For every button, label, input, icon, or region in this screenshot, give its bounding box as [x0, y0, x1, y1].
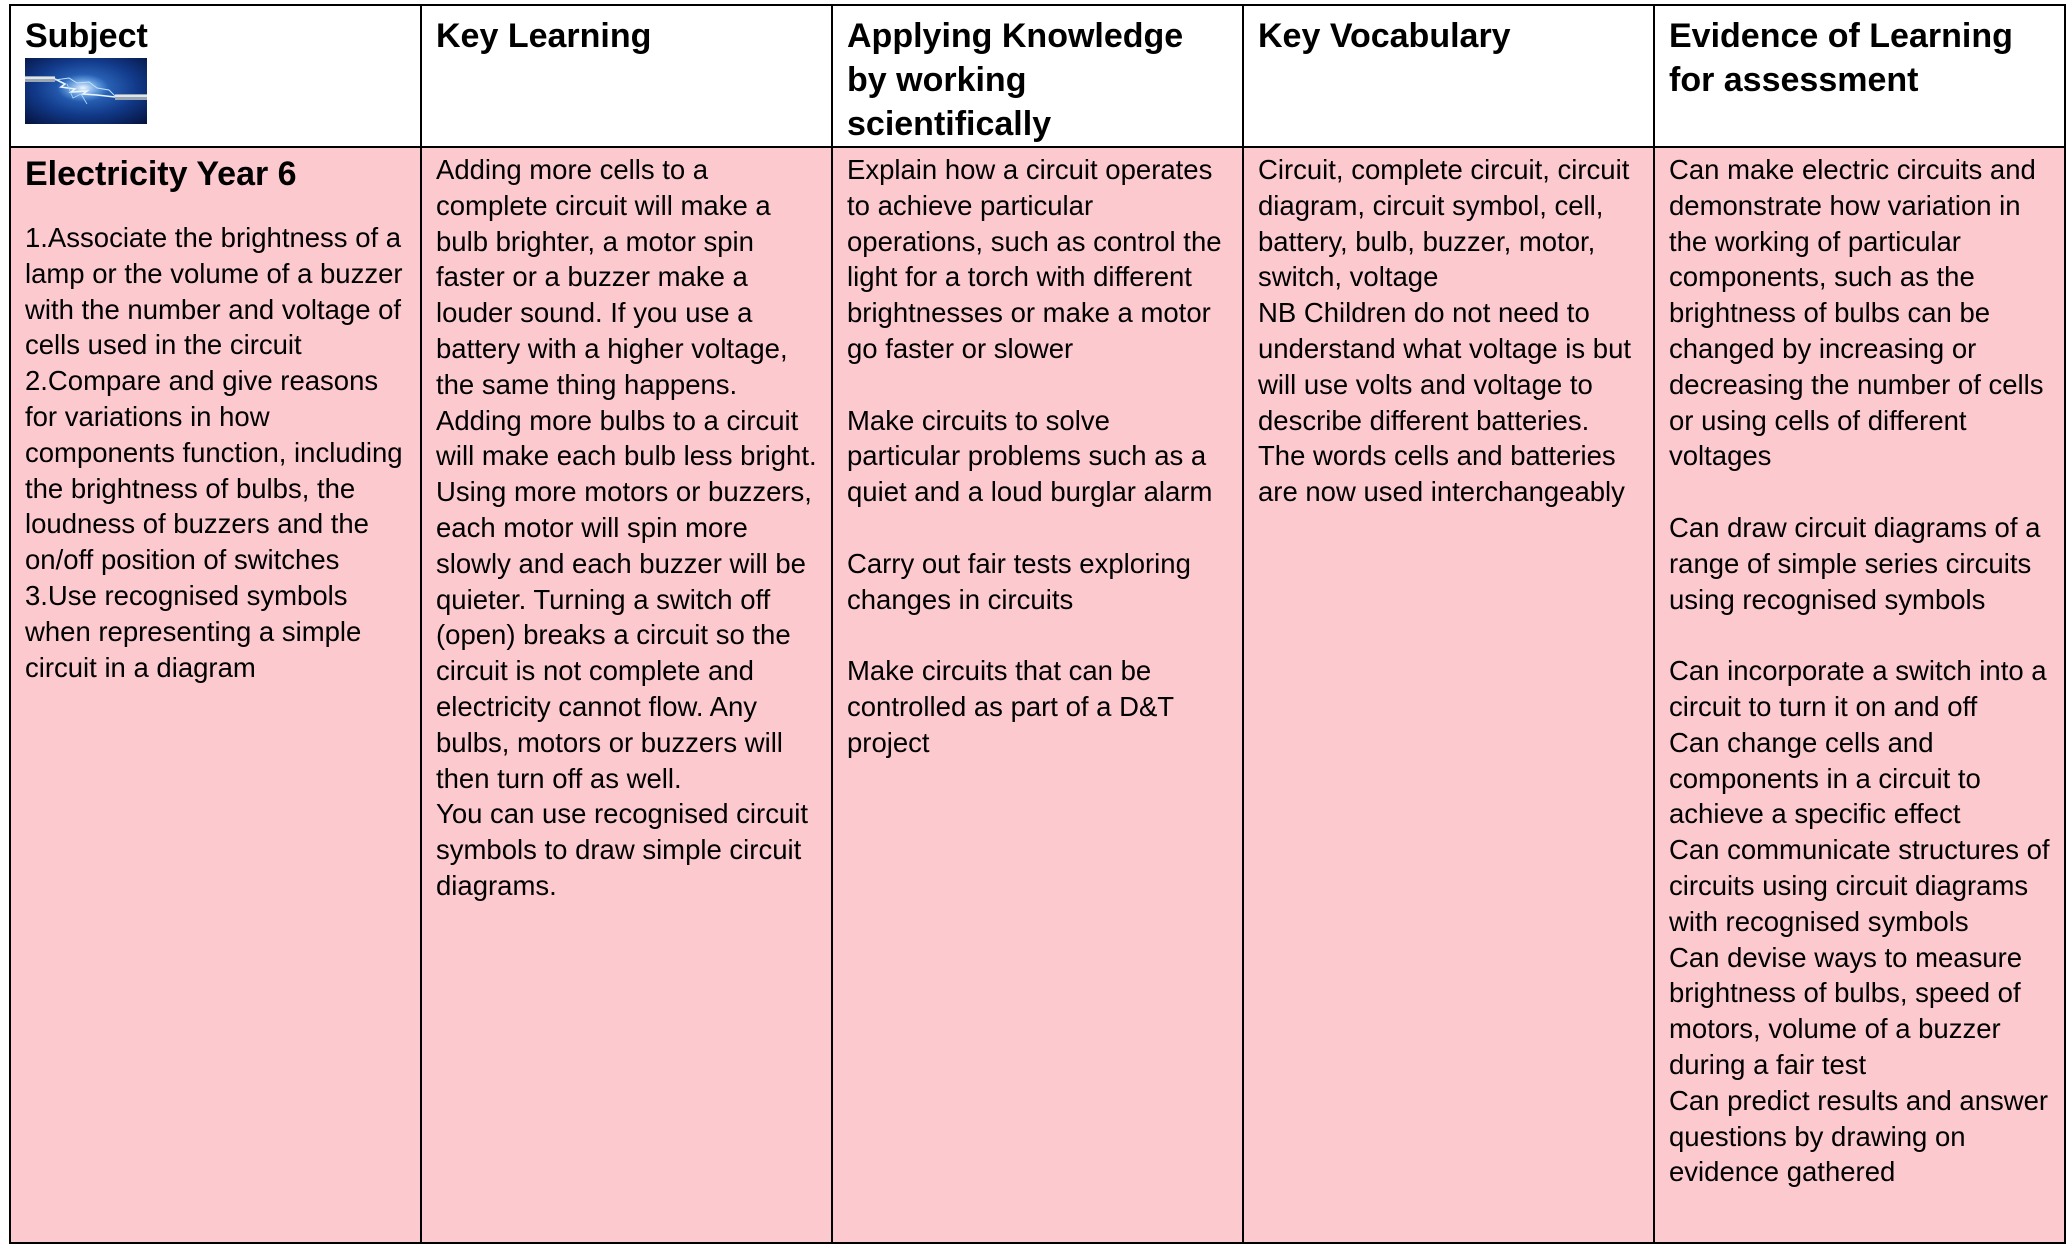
- evidence-item-2: Can draw circuit diagrams of a range of …: [1669, 511, 2041, 615]
- vocabulary-note-2: The words cells and batteries are now us…: [1258, 440, 1625, 508]
- subject-title: Electricity Year 6: [25, 155, 297, 193]
- key-learning-paragraph-1: Adding more cells to a complete circuit …: [436, 154, 788, 400]
- header-evidence-of-learning: Evidence of Learning for assessment: [1653, 4, 2066, 148]
- header-subject: Subject: [9, 4, 422, 148]
- objective-2: 2.Compare and give reasons for variation…: [25, 365, 403, 576]
- key-learning-paragraph-3: You can use recognised circuit symbols t…: [436, 798, 808, 901]
- vocabulary-list: Circuit, complete circuit, circuit diagr…: [1258, 154, 1630, 293]
- spacer: [1669, 474, 2052, 510]
- spacer: [847, 367, 1230, 403]
- evidence-cell: Can make electric circuits and demonstra…: [1653, 146, 2066, 1244]
- key-vocabulary-cell: Circuit, complete circuit, circuit diagr…: [1242, 146, 1655, 1244]
- applying-knowledge-cell: Explain how a circuit operates to achiev…: [831, 146, 1244, 1244]
- header-key-learning: Key Learning: [420, 4, 833, 148]
- spacer: [1669, 617, 2052, 653]
- key-learning-paragraph-2: Adding more bulbs to a circuit will make…: [436, 404, 817, 794]
- applying-item-4: Make circuits that can be controlled as …: [847, 655, 1174, 758]
- header-subject-label: Subject: [25, 17, 148, 55]
- header-applying-knowledge: Applying Knowledge by working scientific…: [831, 4, 1244, 148]
- spacer: [847, 510, 1230, 546]
- evidence-item-1: Can make electric circuits and demonstra…: [1669, 154, 2044, 472]
- content-row: Electricity Year 6 1.Associate the brigh…: [9, 146, 2066, 1244]
- electric-spark-icon: [25, 58, 147, 124]
- header-key-vocabulary: Key Vocabulary: [1242, 4, 1655, 148]
- evidence-item-4: Can change cells and components in a cir…: [1669, 726, 1981, 830]
- applying-item-1: Explain how a circuit operates to achiev…: [847, 154, 1222, 364]
- key-learning-cell: Adding more cells to a complete circuit …: [420, 146, 833, 1244]
- objective-3: 3.Use recognised symbols when representi…: [25, 579, 362, 683]
- evidence-item-3: Can incorporate a switch into a circuit …: [1669, 655, 2047, 722]
- spacer: [847, 617, 1230, 653]
- evidence-item-6: Can devise ways to measure brightness of…: [1669, 941, 2023, 1080]
- knowledge-organiser: Subject: [9, 4, 2066, 1244]
- subject-cell: Electricity Year 6 1.Associate the brigh…: [9, 146, 422, 1244]
- applying-item-3: Carry out fair tests exploring changes i…: [847, 547, 1191, 615]
- evidence-item-5: Can communicate structures of circuits u…: [1669, 834, 2050, 937]
- header-row: Subject: [9, 4, 2066, 148]
- applying-item-2: Make circuits to solve particular proble…: [847, 404, 1213, 508]
- objective-1: 1.Associate the brightness of a lamp or …: [25, 222, 403, 361]
- evidence-item-7: Can predict results and answer questions…: [1669, 1084, 2049, 1188]
- vocabulary-note: NB Children do not need to understand wh…: [1258, 297, 1632, 436]
- knowledge-table: Subject: [9, 4, 2066, 1244]
